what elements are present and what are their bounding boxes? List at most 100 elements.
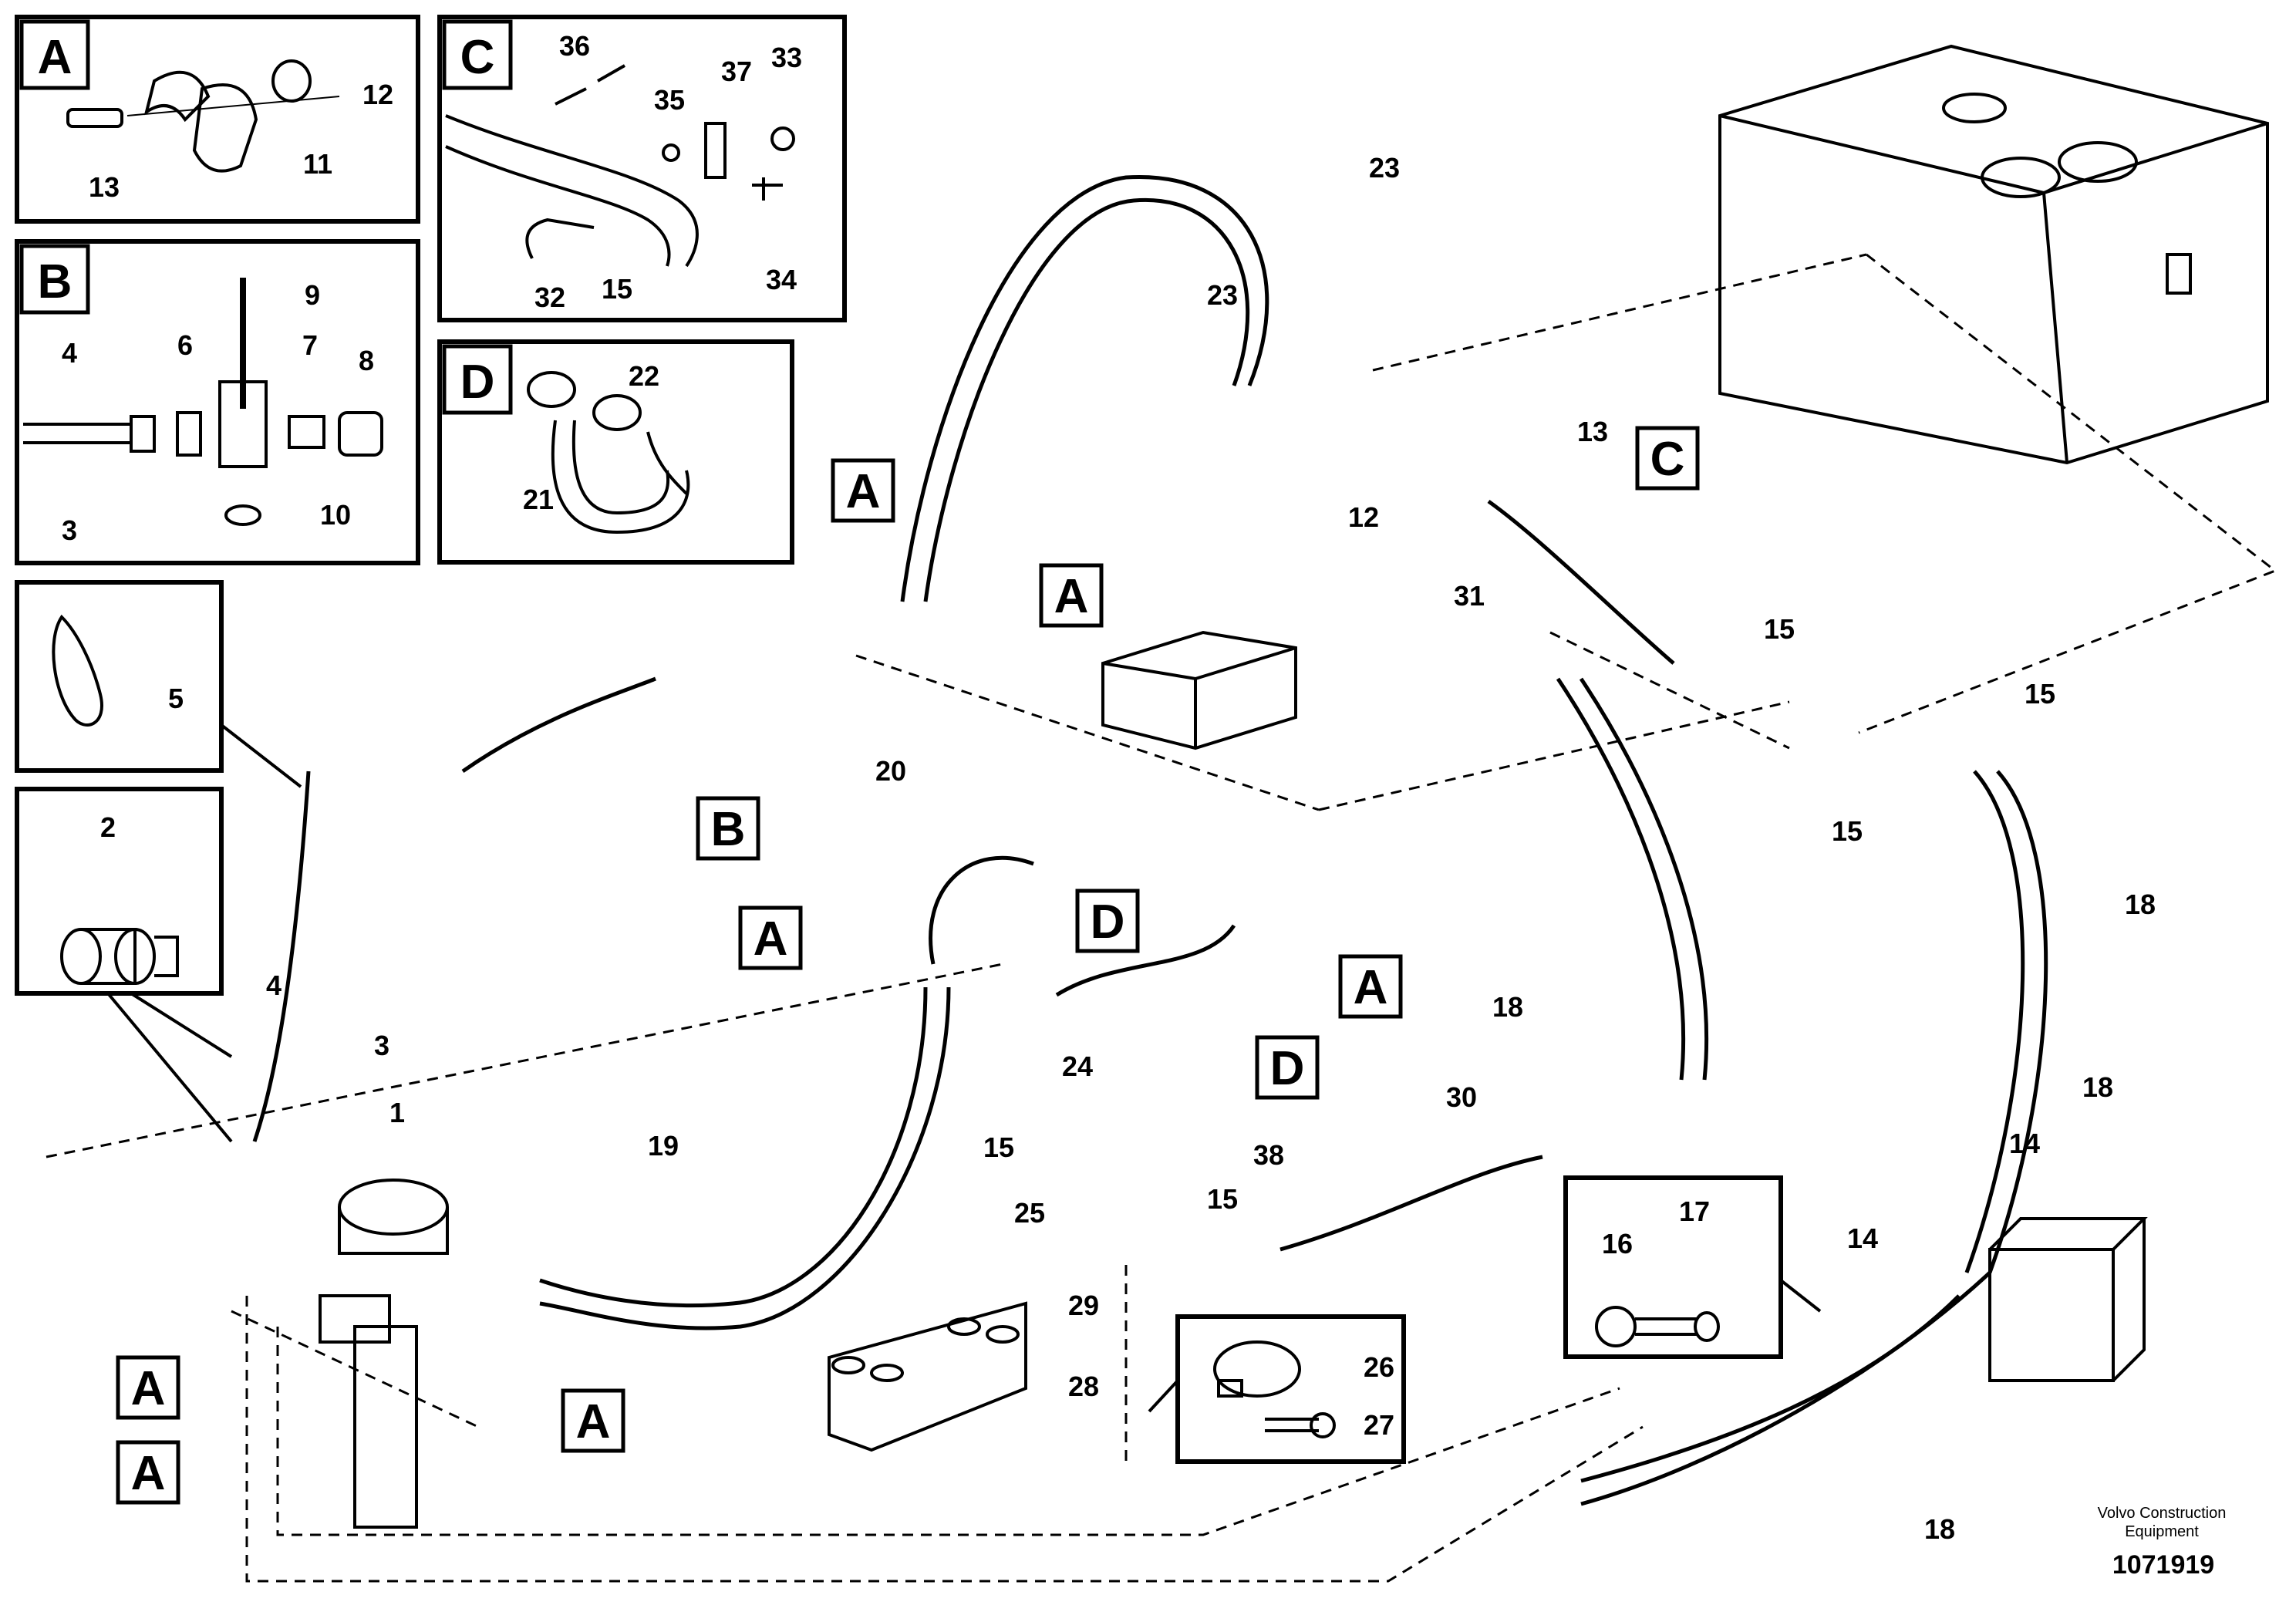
part-label: 9 [305, 279, 320, 311]
part-label: 38 [1253, 1139, 1284, 1171]
heater-unit [319, 1179, 449, 1529]
part-label: 15 [1832, 815, 1863, 847]
part-label: 18 [1492, 991, 1523, 1023]
part-label: 4 [62, 337, 77, 369]
hoses [252, 174, 2048, 1506]
detail-label-d: D [460, 356, 495, 409]
part-label: 13 [89, 171, 120, 203]
part-label: 1 [389, 1097, 405, 1128]
callout-a-7: A [116, 1440, 180, 1505]
part-label: 3 [374, 1030, 389, 1061]
part-label: 20 [875, 755, 906, 787]
bolt-icon [1595, 1306, 1720, 1347]
callout-c: C [1635, 426, 1700, 491]
part-label: 30 [1446, 1081, 1477, 1113]
callout-b: B [696, 796, 760, 861]
jumper-hose-icon [527, 371, 690, 534]
part-label: 27 [1364, 1409, 1394, 1441]
part-label: 13 [1577, 416, 1608, 447]
part-label: 36 [559, 30, 590, 62]
callout-label: D [1091, 895, 1125, 949]
part-label: 37 [721, 56, 752, 87]
part-label: 18 [1924, 1513, 1955, 1545]
callout-a-3: A [738, 905, 803, 970]
callout-label: A [131, 1447, 166, 1500]
part-label: 21 [523, 484, 554, 515]
callout-label: A [754, 912, 788, 966]
credit-block: Volvo Construction Equipment 1071919 [2098, 1505, 2227, 1580]
part-label: 6 [177, 329, 193, 361]
flange-clamp-icon [66, 59, 340, 173]
part-label: 15 [983, 1131, 1014, 1163]
detail-label-c: C [460, 31, 495, 84]
cooler-block [828, 1301, 1027, 1452]
callout-label: A [1054, 570, 1089, 623]
part-label: 33 [771, 42, 802, 73]
part-label: 10 [320, 499, 351, 531]
detail-label-b: B [38, 255, 72, 309]
part-label: 19 [648, 1130, 679, 1162]
part-label: 29 [1068, 1290, 1099, 1321]
part-label: 12 [1348, 501, 1379, 533]
publisher-line-1: Volvo Construction [2098, 1505, 2227, 1522]
part-label: 18 [2082, 1071, 2113, 1103]
part-label: 31 [1454, 580, 1485, 612]
callout-label: D [1270, 1042, 1305, 1095]
callout-label: C [1650, 433, 1685, 486]
part-label: 22 [629, 360, 659, 392]
part-label: 32 [534, 282, 565, 313]
part-label: 23 [1207, 279, 1238, 311]
part-label: 15 [602, 273, 632, 305]
part-label: 11 [303, 148, 332, 180]
callout-label: A [131, 1362, 166, 1415]
detail-box-clamp: 26 27 [1148, 1314, 1406, 1464]
detail-box-a: A 12 13 11 [15, 15, 420, 224]
callout-label: A [576, 1395, 611, 1448]
part-label: 7 [302, 329, 318, 361]
part-label: 3 [62, 514, 77, 546]
detail-box-bolt: 16 17 [1563, 1175, 1822, 1359]
hydraulic-tank [1718, 44, 2269, 465]
part-label: 18 [2125, 889, 2156, 920]
part-label: 28 [1068, 1371, 1099, 1402]
part-label: 14 [1847, 1222, 1878, 1254]
callout-a-6: A [116, 1355, 180, 1420]
part-label: 24 [1062, 1050, 1093, 1082]
part-label: 17 [1679, 1195, 1710, 1227]
part-label: 15 [2025, 678, 2055, 710]
callout-label: A [1354, 961, 1388, 1014]
main-part-labels: 1 3 4 14 14 15 15 15 15 15 18 18 18 18 1… [266, 152, 2156, 1545]
callout-label: B [711, 803, 746, 856]
part-label: 8 [359, 345, 374, 376]
detail-box-d: D 22 21 [437, 339, 794, 565]
battery-pack [1988, 1217, 2148, 1382]
drawing-number: 1071919 [2112, 1550, 2214, 1580]
connector-block-icon [23, 278, 383, 526]
detail-box-b: B 9 4 6 7 8 3 10 [15, 239, 420, 565]
part-label: 16 [1602, 1228, 1633, 1259]
manifold-block [1101, 630, 1297, 750]
callout-a-5: A [561, 1388, 625, 1453]
part-label: 2 [100, 811, 116, 843]
detail-box-c: C 36 37 33 35 32 15 34 [437, 15, 847, 322]
callout-a-2: A [1039, 563, 1104, 628]
assembly-lines [46, 253, 2278, 1583]
detail-box-fitting: 2 [15, 787, 233, 1143]
part-label: 15 [1207, 1183, 1238, 1215]
part-label: 15 [1764, 613, 1795, 645]
callout-a-4: A [1338, 954, 1403, 1019]
clamp-icon [1213, 1340, 1336, 1438]
fitting-icon [60, 928, 179, 985]
part-label: 35 [654, 84, 685, 116]
part-label: 4 [266, 969, 282, 1001]
part-label: 34 [766, 264, 797, 295]
callout-d-2: D [1255, 1035, 1320, 1100]
publisher-line-2: Equipment [2125, 1523, 2199, 1540]
part-label: 12 [362, 79, 393, 110]
hose-clip-icon [445, 64, 795, 268]
part-label: 26 [1364, 1351, 1394, 1383]
callout-d-1: D [1075, 889, 1140, 953]
detail-label-a: A [38, 31, 72, 84]
part-label: 23 [1369, 152, 1400, 184]
